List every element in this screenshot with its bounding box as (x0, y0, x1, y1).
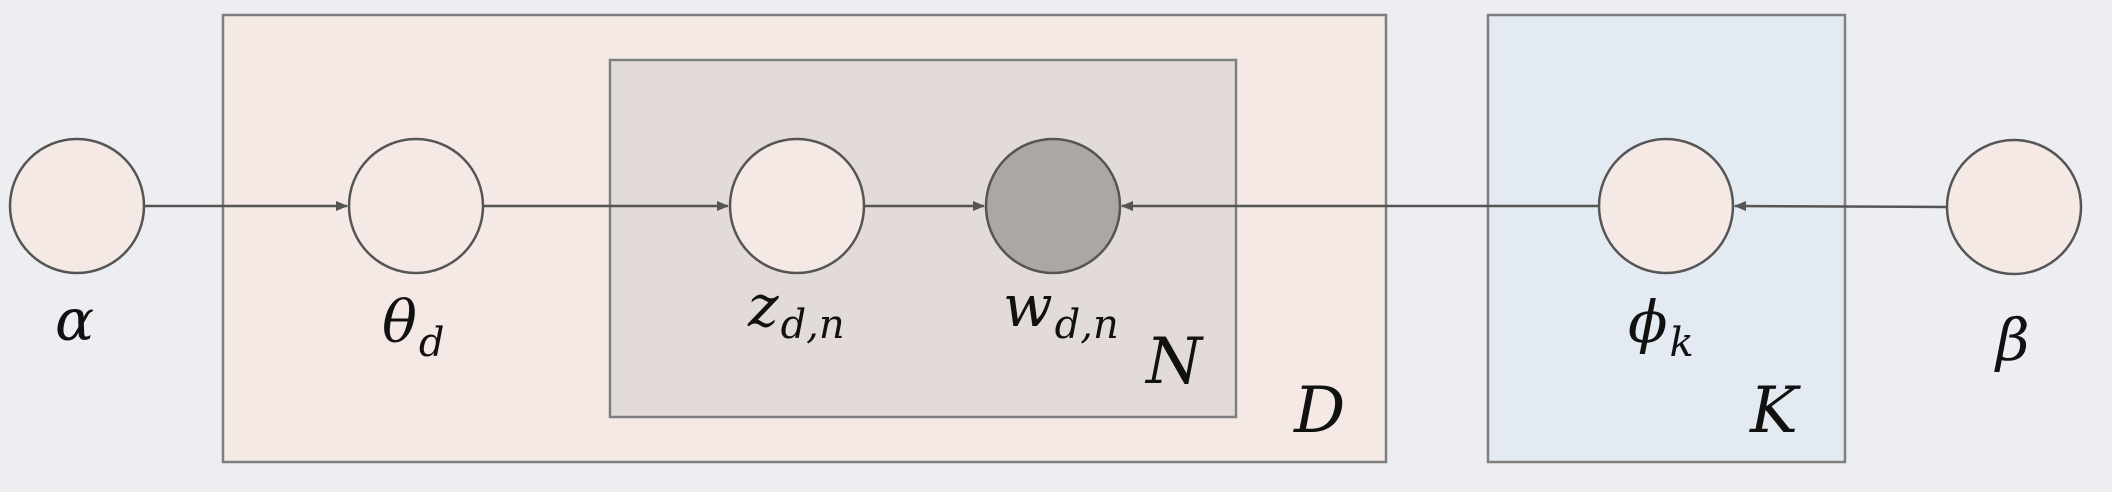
edge-beta-phi (1734, 201, 1947, 212)
node-phi (1597, 137, 1735, 275)
plate-label-k: K (1749, 374, 1801, 448)
plate-label-n: N (1144, 325, 1204, 399)
label-alpha: α (55, 286, 94, 354)
node-beta (1945, 138, 2083, 276)
plate-words (608, 58, 1238, 419)
node-alpha (8, 137, 146, 275)
label-w: wd,n (1003, 272, 1119, 348)
node-w-observed (984, 137, 1122, 275)
label-beta: β (1994, 306, 2030, 374)
label-phi: ϕk (1628, 288, 1694, 366)
node-z (728, 137, 866, 275)
label-z: zd,n (747, 272, 845, 348)
plate-label-d: D (1293, 374, 1345, 448)
node-theta (347, 137, 485, 275)
label-theta: θd (382, 288, 445, 366)
